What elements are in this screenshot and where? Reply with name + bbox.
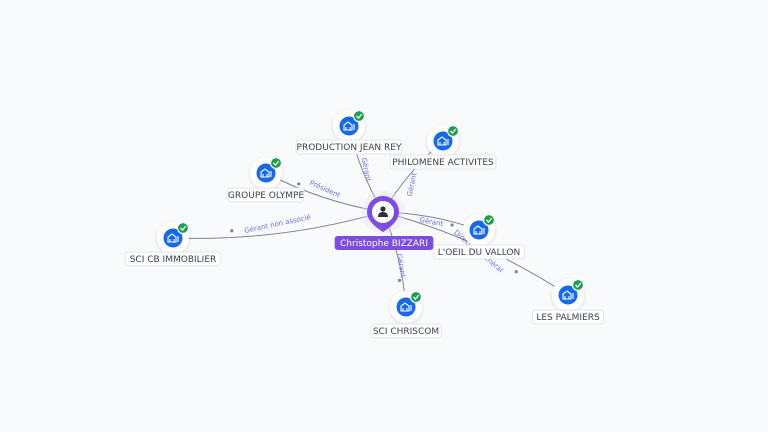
company-node-loeil-du-vallon[interactable]: L'OEIL DU VALLON bbox=[433, 213, 525, 260]
company-node-disc bbox=[469, 220, 489, 240]
edge-label-sci-cb-immobilier: Gérant non associé bbox=[244, 213, 312, 235]
company-building-icon bbox=[437, 136, 449, 146]
check-mark bbox=[356, 113, 363, 119]
company-name-label: SCI CHRISCOM bbox=[373, 327, 439, 337]
company-building-icon bbox=[260, 168, 272, 178]
verified-check-icon bbox=[269, 156, 283, 170]
edge-arrow-sci-chriscom bbox=[397, 278, 402, 282]
edge-label-philomene-activites: Gérant bbox=[406, 172, 419, 197]
verified-check-icon bbox=[409, 290, 423, 304]
company-building-icon bbox=[167, 233, 179, 243]
edge-label-groupe-olympe: Président bbox=[308, 179, 341, 200]
edge-arrow-les-palmiers bbox=[514, 270, 518, 274]
company-node-groupe-olympe[interactable]: GROUPE OLYMPE bbox=[227, 156, 305, 203]
company-label-box bbox=[532, 309, 604, 325]
company-name-label: SCI CB IMMOBILIER bbox=[130, 255, 217, 265]
company-node-les-palmiers[interactable]: LES PALMIERS bbox=[532, 278, 604, 325]
company-node-sci-chriscom[interactable]: SCI CHRISCOM bbox=[370, 290, 442, 339]
company-name-label: PRODUCTION JEAN REY bbox=[297, 143, 402, 153]
center-name-badge bbox=[334, 236, 434, 250]
company-node-disc bbox=[256, 163, 276, 183]
verified-check-icon bbox=[176, 221, 190, 235]
edge-arrow-groupe-olympe bbox=[297, 182, 301, 186]
company-node-disc bbox=[163, 228, 183, 248]
company-node-production-jean-rey[interactable]: PRODUCTION JEAN REY bbox=[295, 109, 403, 155]
edge-arrow-loeil-du-vallon bbox=[450, 223, 454, 227]
nodes-layer: PRODUCTION JEAN REY PHILOMENE ACTIVITES GR… bbox=[124, 109, 604, 339]
company-node-disc bbox=[339, 116, 359, 136]
company-building-icon bbox=[562, 290, 574, 300]
company-building-icon bbox=[400, 302, 412, 312]
verified-check-icon bbox=[352, 109, 366, 123]
edge-label-production-jean-rey: Gérant bbox=[360, 157, 373, 182]
company-label-box bbox=[433, 244, 525, 260]
edge-label-sci-chriscom: Gérant bbox=[395, 253, 407, 278]
company-node-disc bbox=[433, 131, 453, 151]
company-label-box bbox=[370, 323, 442, 339]
company-node-sci-cb-immobilier[interactable]: SCI CB IMMOBILIER bbox=[124, 221, 222, 267]
company-label-box bbox=[295, 139, 403, 155]
verified-check-icon bbox=[482, 213, 496, 227]
verified-check-icon bbox=[571, 278, 585, 292]
company-name-label: GROUPE OLYMPE bbox=[228, 191, 304, 201]
company-name-label: LES PALMIERS bbox=[536, 313, 600, 323]
verified-check-icon bbox=[446, 124, 460, 138]
company-name-label: L'OEIL DU VALLON bbox=[438, 248, 520, 258]
edge-arrow-sci-cb-immobilier bbox=[230, 229, 234, 233]
center-name-label: Christophe BIZZARI bbox=[340, 239, 428, 249]
person-icon bbox=[378, 206, 388, 217]
edge-label-loeil-du-vallon: Gérant bbox=[419, 216, 444, 228]
company-label-box bbox=[124, 251, 222, 267]
check-mark bbox=[180, 225, 187, 231]
check-mark bbox=[575, 282, 582, 288]
company-node-philomene-activites[interactable]: PHILOMENE ACTIVITES bbox=[389, 124, 497, 170]
center-person-node[interactable]: Christophe BIZZARI bbox=[334, 190, 434, 250]
company-building-icon bbox=[473, 225, 485, 235]
check-mark bbox=[273, 160, 280, 166]
check-mark bbox=[450, 128, 457, 134]
company-building-icon bbox=[343, 121, 355, 131]
check-mark bbox=[486, 217, 493, 223]
company-label-box bbox=[227, 187, 305, 203]
company-node-disc bbox=[558, 285, 578, 305]
company-node-disc bbox=[396, 297, 416, 317]
company-name-label: PHILOMENE ACTIVITES bbox=[392, 158, 494, 168]
check-mark bbox=[413, 294, 420, 300]
company-label-box bbox=[389, 154, 497, 170]
edge-sci-cb-immobilier bbox=[172, 211, 384, 239]
